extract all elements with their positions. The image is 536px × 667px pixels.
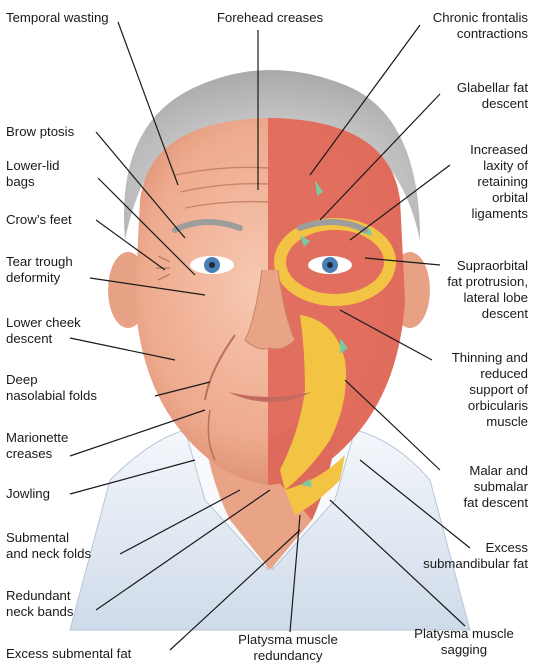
leader-line-nasolabial (155, 382, 210, 396)
leader-line-brow-ptosis (96, 132, 185, 238)
label-jowling: Jowling (6, 486, 50, 502)
leader-line-chronic-frontalis (310, 25, 420, 175)
leader-line-thinning (340, 310, 432, 360)
leader-line-glabellar-fat (320, 94, 440, 220)
leader-line-malar (345, 380, 440, 470)
leader-line-lower-cheek (70, 338, 175, 360)
leader-line-redundant-bands (96, 490, 270, 610)
label-crows-feet: Crow’s feet (6, 212, 72, 228)
leader-line-submental (120, 490, 240, 554)
label-temporal-wasting: Temporal wasting (6, 10, 109, 26)
leader-line-jowling (70, 460, 195, 494)
leader-line-laxity (350, 165, 450, 240)
label-forehead-creases: Forehead creases (190, 10, 350, 26)
leader-line-submandibular (360, 460, 470, 548)
leader-line-crows-feet (96, 220, 165, 270)
leader-line-temporal-wasting (118, 22, 178, 185)
leader-line-platysma-redundancy (290, 515, 300, 632)
label-brow-ptosis: Brow ptosis (6, 124, 74, 140)
label-excess-submental-fat: Excess submental fat (6, 646, 131, 662)
leader-line-tear-trough (90, 278, 205, 295)
leader-line-supraorbital (365, 258, 440, 265)
leader-line-marionette (70, 410, 205, 456)
